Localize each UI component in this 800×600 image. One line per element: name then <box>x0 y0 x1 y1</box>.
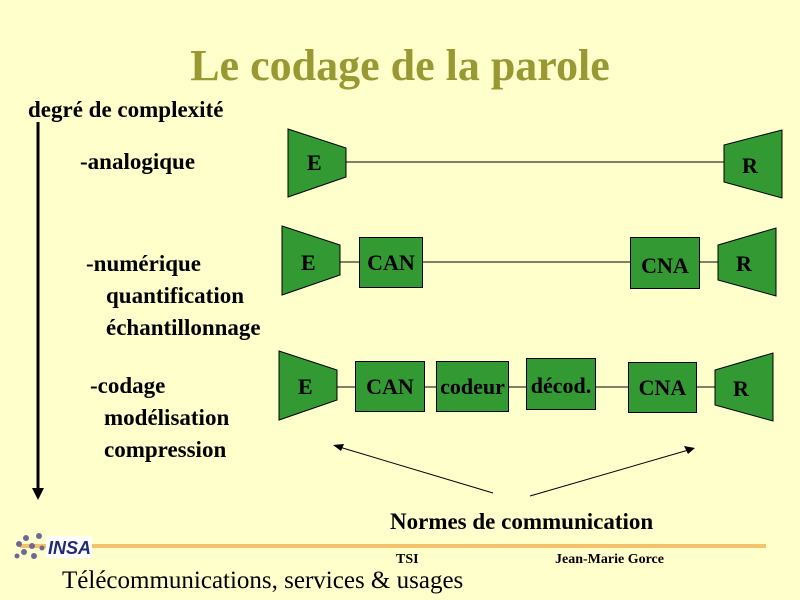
emitter-label-digital: E <box>301 250 316 275</box>
page-title: Le codage de la parole <box>190 41 610 90</box>
decodeur-block: décod. <box>526 358 596 410</box>
complexity-axis-label: degré de complexité <box>28 97 224 122</box>
level-coding-detail-2: compression <box>104 437 227 462</box>
standards-arrow-right-head <box>684 446 695 454</box>
receiver-shape-analog <box>723 129 783 199</box>
emitter-shape-digital <box>281 225 341 296</box>
level-digital-detail-1: quantification <box>106 283 245 308</box>
insa-logo-graphic: INSA <box>14 533 92 559</box>
footer-author: Jean-Marie Gorce <box>555 552 664 567</box>
footer-course: TSI <box>396 552 419 567</box>
emitter-shape-analog <box>287 128 347 198</box>
receiver-label-coding: R <box>733 376 749 401</box>
can-block-coding: CAN <box>355 361 425 412</box>
level-coding-detail-1: modélisation <box>104 405 230 430</box>
standards-arrow-right-line <box>529 448 693 497</box>
insa-logo-text: INSA <box>48 538 91 558</box>
cna-block-coding: CNA <box>628 362 697 413</box>
footer-subtitle: Télécommunications, services & usages <box>62 567 464 594</box>
cna-block-digital: CNA <box>630 237 700 289</box>
codeur-block: codeur <box>436 361 509 412</box>
receiver-label-analog: R <box>742 153 758 178</box>
insa-logo: INSA <box>12 526 94 568</box>
emitter-shape-coding <box>278 350 338 421</box>
receiver-label-digital: R <box>736 251 752 276</box>
standards-arrow-left-line <box>335 445 494 494</box>
emitter-label-coding: E <box>298 374 313 399</box>
emitter-label-analog: E <box>307 150 322 175</box>
can-block-digital: CAN <box>359 237 423 288</box>
level-digital-detail-2: échantillonnage <box>106 315 261 340</box>
level-coding-label: -codage <box>90 373 166 398</box>
complexity-axis-arrowhead <box>32 488 44 500</box>
level-digital-label: -numérique <box>86 251 201 276</box>
receiver-shape-coding <box>714 352 774 422</box>
level-analog-label: -analogique <box>80 149 196 174</box>
standards-label: Normes de communication <box>390 509 654 534</box>
receiver-shape-digital <box>717 227 777 297</box>
standards-arrow-left-head <box>333 444 344 451</box>
